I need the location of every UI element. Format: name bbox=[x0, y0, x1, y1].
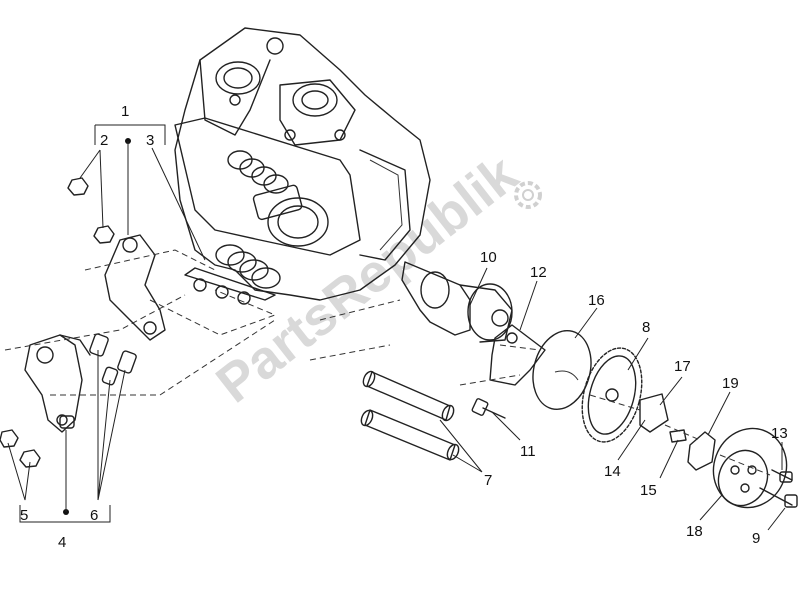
camshaft bbox=[401, 261, 513, 343]
callout-14: 14 bbox=[604, 463, 621, 480]
callout-17: 17 bbox=[674, 358, 691, 375]
callout-5: 5 bbox=[20, 507, 28, 524]
callout-1: 1 bbox=[121, 103, 129, 120]
callout-11: 11 bbox=[520, 443, 536, 460]
callout-15: 15 bbox=[640, 482, 657, 499]
nut-lower-pair bbox=[0, 429, 41, 468]
assembly-lines bbox=[4, 249, 771, 476]
callout-9: 9 bbox=[752, 530, 760, 547]
bracket-19 bbox=[687, 431, 716, 471]
rocker-arm-lower bbox=[24, 334, 91, 433]
adjuster-screws bbox=[59, 333, 137, 429]
callout-13: 13 bbox=[771, 425, 788, 442]
callout-6: 6 bbox=[90, 507, 98, 524]
callout-8: 8 bbox=[642, 319, 650, 336]
callout-labels: 1 2 3 4 5 6 7 8 9 10 11 12 13 14 15 16 1… bbox=[20, 103, 788, 551]
nut-upper-pair bbox=[67, 177, 115, 244]
gear-icon bbox=[514, 181, 542, 209]
bolt-9 bbox=[759, 487, 798, 508]
decompressor-weight bbox=[639, 393, 669, 433]
rocker-shafts bbox=[360, 370, 460, 461]
bolt-13 bbox=[771, 469, 793, 483]
valve-spring-lower bbox=[215, 244, 281, 289]
end-cover bbox=[712, 427, 788, 509]
callout-18: 18 bbox=[686, 523, 703, 540]
callout-4: 4 bbox=[58, 534, 66, 551]
valve-spring-upper bbox=[227, 150, 289, 194]
callout-3: 3 bbox=[146, 132, 154, 149]
leader-lines bbox=[7, 124, 786, 531]
callout-19: 19 bbox=[722, 375, 739, 392]
callout-2: 2 bbox=[100, 132, 108, 149]
rocker-arm-upper bbox=[104, 234, 166, 341]
callout-7: 7 bbox=[484, 472, 492, 489]
bolt-11 bbox=[471, 398, 506, 419]
camshaft-sprocket bbox=[581, 347, 643, 443]
callout-16: 16 bbox=[588, 292, 605, 309]
decompressor-plate bbox=[489, 324, 546, 386]
callout-10: 10 bbox=[480, 249, 497, 266]
callout-12: 12 bbox=[530, 264, 547, 281]
